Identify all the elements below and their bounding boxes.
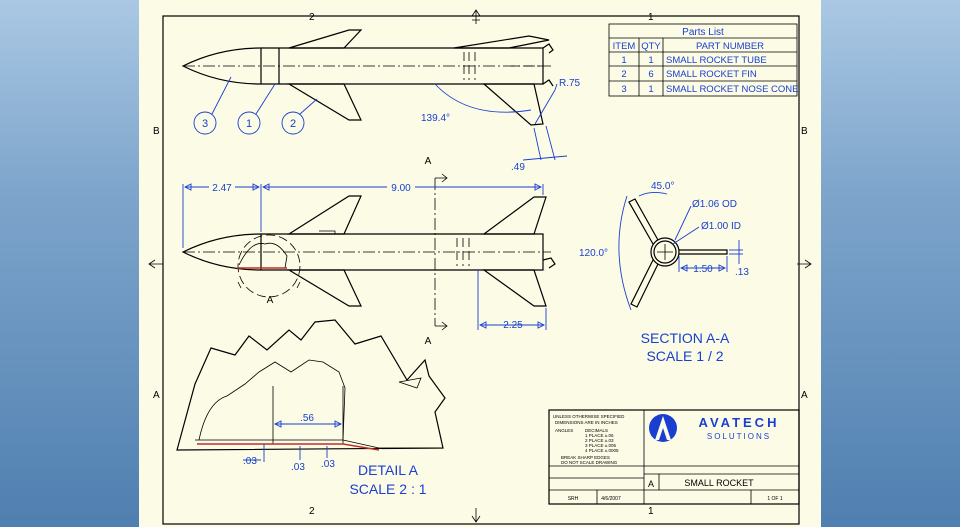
- balloon-1: [237, 111, 261, 135]
- balloon-1-label: 1: [246, 118, 252, 130]
- balloon-2-label: 2: [290, 118, 296, 130]
- tb-size: A: [648, 479, 654, 489]
- section-line-a-a: A A: [425, 156, 448, 347]
- dim-150: 1.50: [693, 264, 713, 275]
- zone-top-left: 2: [309, 12, 315, 23]
- parts-row1-qty: 1: [648, 55, 653, 66]
- dim-od: Ø1.06 OD: [692, 199, 737, 210]
- item-balloons: 3 1 2: [193, 76, 318, 135]
- tb-note-5: 2 PLACE ±.03: [585, 438, 614, 443]
- dim-ang45: 45.0°: [651, 181, 674, 192]
- section-view-title: SECTION A-A: [641, 330, 730, 346]
- tb-note-0: UNLESS OTHERWISE SPECIFIED: [553, 414, 625, 419]
- parts-header-part-number: PART NUMBER: [696, 41, 764, 52]
- parts-row1-part: SMALL ROCKET TUBE: [666, 55, 767, 66]
- drawing-sheet: 2 1 B A B A 2 1 Parts List ITEM QTY PART…: [139, 0, 821, 527]
- balloon-3-label: 3: [202, 118, 208, 130]
- detail-a-label: A: [267, 295, 274, 306]
- title-block: UNLESS OTHERWISE SPECIFIED DIMENSIONS AR…: [548, 409, 800, 505]
- tb-drawn-by: SRH: [568, 496, 579, 502]
- center-mark-right: [797, 259, 812, 269]
- logo-name: AVATECH: [699, 415, 780, 430]
- zone-right-upper: B: [801, 126, 808, 137]
- parts-list: Parts List ITEM QTY PART NUMBER 1 1 SMAL…: [608, 23, 799, 97]
- dim-03c: .03: [321, 459, 335, 470]
- parts-list-title: Parts List: [682, 27, 724, 38]
- tb-note-6: 3 PLACE ±.005: [585, 443, 616, 448]
- center-mark-left: [148, 259, 163, 269]
- parts-row2-qty: 6: [648, 69, 653, 80]
- dim-id: Ø1.00 ID: [701, 221, 741, 232]
- section-a-top-label: A: [425, 156, 432, 167]
- zone-bottom-left: 2: [309, 506, 315, 517]
- section-view-scale: SCALE 1 / 2: [646, 348, 723, 364]
- dim-49: .49: [511, 162, 525, 173]
- zone-left-lower: A: [153, 390, 160, 401]
- parts-row3-item: 3: [621, 84, 626, 95]
- parts-header-qty: QTY: [641, 41, 661, 52]
- parts-row1-item: 1: [621, 55, 626, 66]
- sheet-border: [162, 15, 800, 525]
- dim-angle: 139.4°: [421, 113, 450, 124]
- section-view: 120.0° 45.0° Ø1.06 OD Ø1.00 ID 1.50 .13 …: [579, 181, 749, 364]
- zone-markers: 2 1 B A B A 2 1: [148, 9, 812, 523]
- dim-r75: R.75: [559, 78, 581, 89]
- front-view-dimensions: 2.47 9.00 2.25: [182, 180, 547, 331]
- dim-ang120: 120.0°: [579, 248, 608, 259]
- tb-note-7: 4 PLACE ±.0005: [585, 448, 619, 453]
- dim-225: 2.25: [503, 320, 523, 331]
- detail-a-circle: [237, 234, 301, 298]
- balloon-2: [281, 111, 305, 135]
- tb-note-1: DIMENSIONS ARE IN INCHES: [555, 420, 618, 425]
- zone-top-right: 1: [648, 12, 654, 23]
- detail-view-title: DETAIL A: [358, 462, 419, 478]
- dim-13: .13: [735, 267, 749, 278]
- tb-sheet: 1 OF 1: [767, 496, 783, 502]
- dim-03b: .03: [291, 462, 305, 473]
- center-mark-top: [471, 9, 481, 24]
- rocket-top-view: [181, 29, 554, 126]
- dim-56: .56: [300, 413, 314, 424]
- parts-row3-part: SMALL ROCKET NOSE CONE: [666, 84, 799, 95]
- tb-date: 4/6/2007: [601, 496, 621, 502]
- section-a-bottom-label: A: [425, 336, 432, 347]
- parts-row2-part: SMALL ROCKET FIN: [666, 69, 757, 80]
- tb-note-2: ANGLES: [555, 428, 573, 433]
- rocket-front-view: A: [181, 195, 556, 307]
- balloon-3: [193, 111, 217, 135]
- logo-subtitle: SOLUTIONS: [707, 432, 771, 441]
- zone-right-lower: A: [801, 390, 808, 401]
- tb-drawing-title: SMALL ROCKET: [684, 478, 754, 488]
- parts-row3-qty: 1: [648, 84, 653, 95]
- zone-bottom-right: 1: [648, 506, 654, 517]
- parts-row2-item: 2: [621, 69, 626, 80]
- tb-note-8: BREAK SHARP EDGES: [561, 455, 610, 460]
- dim-247: 2.47: [212, 183, 232, 194]
- tb-note-3: DECIMALS: [585, 428, 608, 433]
- parts-header-item: ITEM: [613, 41, 636, 52]
- drawing-canvas: 2 1 B A B A 2 1 Parts List ITEM QTY PART…: [148, 9, 812, 525]
- dim-900: 9.00: [391, 183, 411, 194]
- detail-view-scale: SCALE 2 : 1: [349, 481, 426, 497]
- center-mark-bottom: [471, 508, 481, 523]
- tb-note-9: DO NOT SCALE DRAWING: [561, 460, 618, 465]
- tb-note-4: 1 PLACE ±.06: [585, 433, 614, 438]
- zone-left-upper: B: [153, 126, 160, 137]
- dim-03a: .03: [243, 456, 257, 467]
- top-view-dimensions: 139.4° R.75 .49: [421, 78, 581, 173]
- detail-view: .56 .03 .03 .03 DETAIL A SCALE 2 : 1: [176, 319, 446, 497]
